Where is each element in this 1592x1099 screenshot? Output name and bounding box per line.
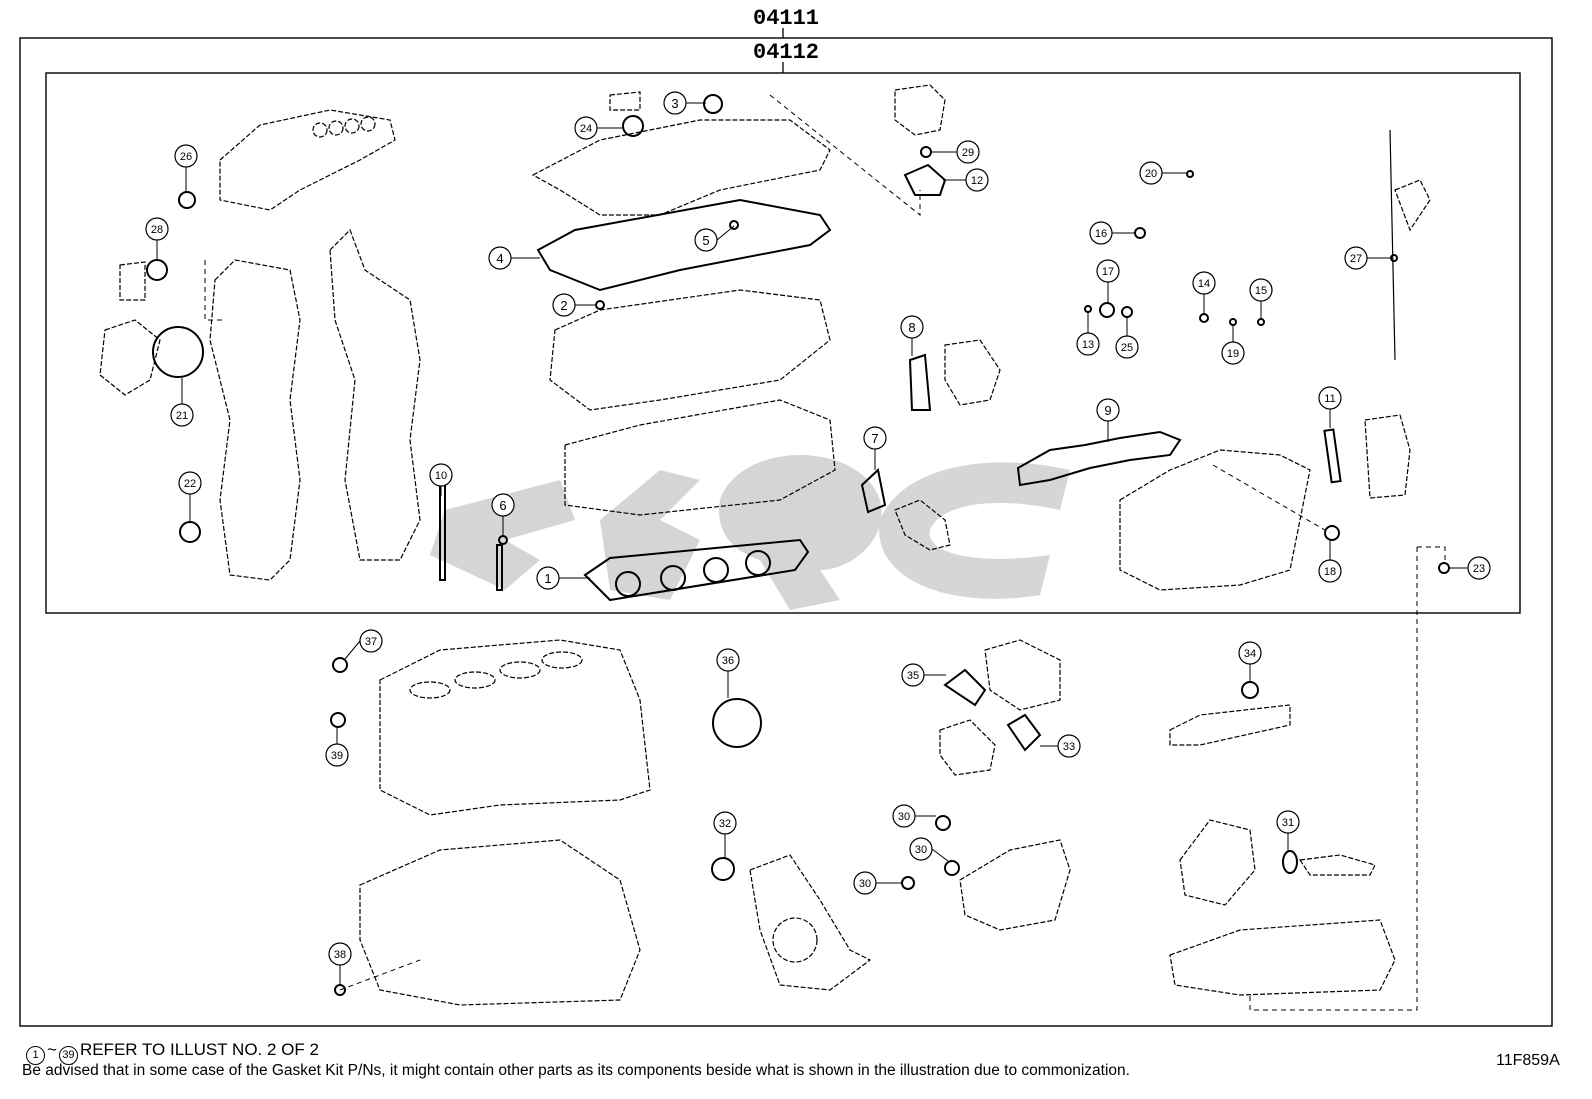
callout-5: 5 <box>694 225 735 252</box>
callout-24: 24 <box>574 116 622 140</box>
svg-text:7: 7 <box>871 431 878 446</box>
svg-text:28: 28 <box>151 224 163 236</box>
callout-8: 8 <box>900 315 924 356</box>
callout-12: 12 <box>943 168 989 192</box>
svg-text:25: 25 <box>1121 342 1133 354</box>
kit-number-outer: 04111 <box>753 6 819 31</box>
svg-text:20: 20 <box>1145 168 1157 180</box>
svg-text:1: 1 <box>544 571 551 586</box>
svg-text:21: 21 <box>176 410 188 422</box>
callout-6: 6 <box>491 493 515 536</box>
inner-kit-frame <box>45 72 1521 614</box>
part-callouts: 1 2 3 4 5 6 7 8 9 10 11 12 13 14 15 16 1… <box>145 91 1491 984</box>
svg-text:32: 32 <box>719 818 731 830</box>
ref-tilde: ~ <box>47 1040 57 1059</box>
svg-text:29: 29 <box>962 147 974 159</box>
callout-22: 22 <box>178 471 202 521</box>
svg-text:38: 38 <box>334 949 346 961</box>
callout-39: 39 <box>325 728 349 767</box>
callout-25: 25 <box>1115 317 1139 359</box>
svg-text:2: 2 <box>560 298 567 313</box>
svg-text:16: 16 <box>1095 228 1107 240</box>
kit-number-inner: 04112 <box>753 40 819 65</box>
callout-16: 16 <box>1089 221 1134 245</box>
callout-3: 3 <box>663 91 706 115</box>
svg-text:10: 10 <box>435 470 447 482</box>
callout-18: 18 <box>1318 541 1342 583</box>
callout-36: 36 <box>716 648 740 698</box>
callout-10: 10 <box>429 463 453 496</box>
svg-text:5: 5 <box>702 233 709 248</box>
callout-28: 28 <box>145 217 169 260</box>
svg-text:6: 6 <box>499 498 506 513</box>
callout-31: 31 <box>1276 810 1300 851</box>
svg-text:15: 15 <box>1255 285 1267 297</box>
svg-text:27: 27 <box>1350 253 1362 265</box>
svg-text:31: 31 <box>1282 817 1294 829</box>
svg-text:9: 9 <box>1104 403 1111 418</box>
callout-11: 11 <box>1318 386 1342 428</box>
svg-text:11: 11 <box>1324 393 1335 405</box>
callout-21: 21 <box>170 378 194 427</box>
callout-9: 9 <box>1096 398 1120 442</box>
svg-text:26: 26 <box>180 151 192 163</box>
svg-text:18: 18 <box>1324 566 1336 578</box>
callout-30c: 30 <box>853 871 902 895</box>
commonization-note: Be advised that in some case of the Gask… <box>22 1062 1130 1079</box>
engine-parts-sketch <box>99 84 1431 1006</box>
callout-7: 7 <box>863 426 887 470</box>
svg-text:24: 24 <box>580 123 592 135</box>
svg-text:33: 33 <box>1063 741 1075 753</box>
callout-19: 19 <box>1221 326 1245 365</box>
callout-38: 38 <box>328 942 352 984</box>
watermark-logo <box>430 455 1070 610</box>
callout-23: 23 <box>1449 556 1491 580</box>
svg-text:30: 30 <box>898 811 910 823</box>
svg-text:14: 14 <box>1198 278 1210 290</box>
connector-lines <box>204 94 1446 1011</box>
ref-start-badge: 1 <box>26 1046 45 1065</box>
callout-1: 1 <box>536 566 590 590</box>
callout-14: 14 <box>1192 271 1216 314</box>
svg-text:12: 12 <box>971 175 983 187</box>
svg-text:23: 23 <box>1473 563 1485 575</box>
svg-text:4: 4 <box>496 251 503 266</box>
svg-text:13: 13 <box>1082 339 1094 351</box>
svg-text:36: 36 <box>722 655 734 667</box>
ref-text: REFER TO ILLUST NO. 2 OF 2 <box>79 1040 319 1059</box>
callout-27: 27 <box>1344 246 1391 270</box>
svg-text:30: 30 <box>859 878 871 890</box>
callout-20: 20 <box>1139 161 1186 185</box>
callout-17: 17 <box>1096 259 1120 302</box>
svg-text:22: 22 <box>184 478 196 490</box>
callout-4: 4 <box>488 246 540 270</box>
callout-29: 29 <box>931 140 980 164</box>
callout-15: 15 <box>1249 278 1273 319</box>
svg-text:19: 19 <box>1227 348 1239 360</box>
callout-2: 2 <box>552 293 597 317</box>
callout-32: 32 <box>713 811 737 858</box>
callout-37: 37 <box>344 629 383 660</box>
callout-26: 26 <box>174 144 198 191</box>
callout-34: 34 <box>1238 641 1262 682</box>
svg-text:35: 35 <box>907 670 919 682</box>
outer-kit-frame <box>19 37 1553 1027</box>
svg-text:17: 17 <box>1102 266 1114 278</box>
svg-text:3: 3 <box>671 96 678 111</box>
callout-30a: 30 <box>892 804 936 828</box>
svg-text:8: 8 <box>908 320 915 335</box>
callout-35: 35 <box>901 663 946 687</box>
svg-text:39: 39 <box>331 750 343 762</box>
illustration-code: 11F859A <box>1496 1052 1560 1069</box>
callout-13: 13 <box>1076 313 1100 356</box>
svg-text:34: 34 <box>1244 648 1256 660</box>
ref-end-badge: 39 <box>58 1046 78 1065</box>
svg-text:30: 30 <box>915 844 927 856</box>
svg-text:37: 37 <box>365 636 377 648</box>
callout-33: 33 <box>1040 734 1081 758</box>
callout-30b: 30 <box>909 837 949 862</box>
